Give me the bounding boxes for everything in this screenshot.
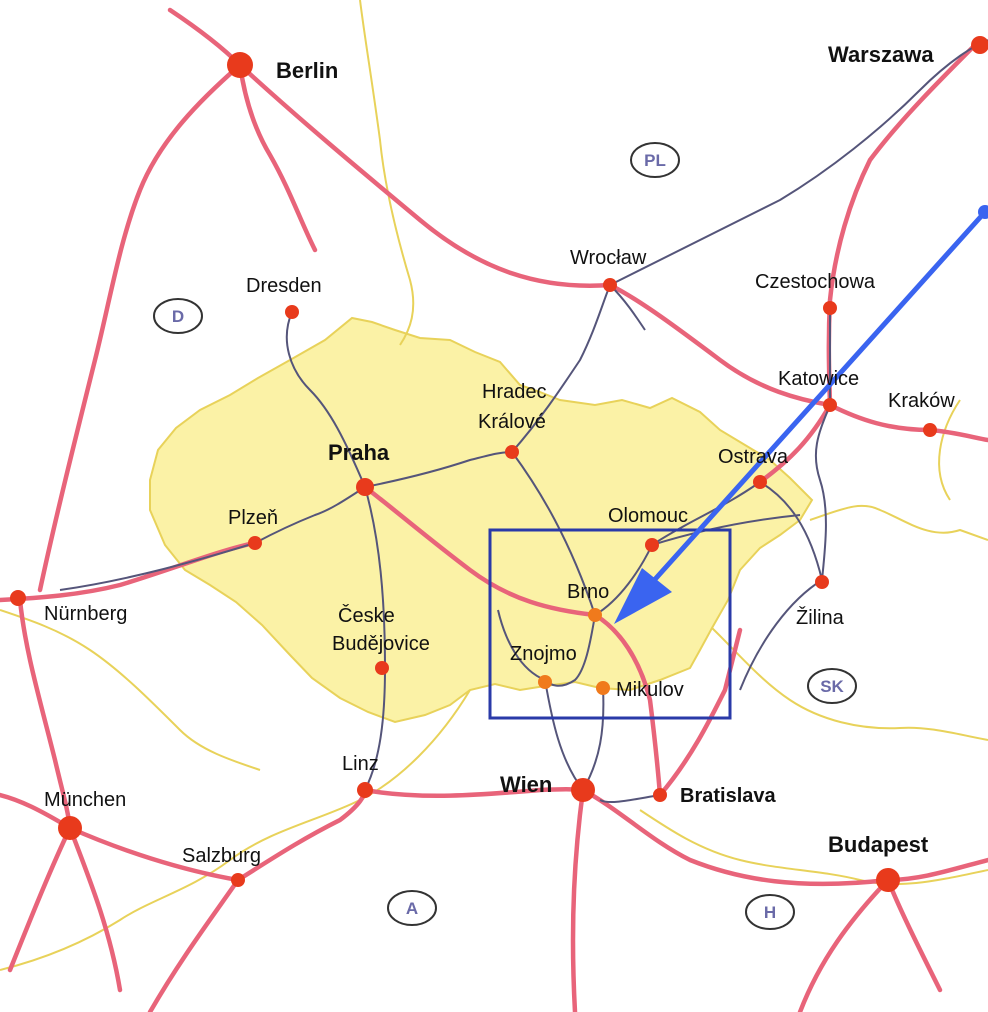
city-label-hradec-2: Králové [478, 411, 546, 433]
city-dot-budapest [876, 868, 900, 892]
country-code-h: H [764, 903, 776, 922]
city-label-linz: Linz [342, 753, 379, 775]
city-dot-katowice [823, 398, 837, 412]
city-dot-krakow [923, 423, 937, 437]
city-label-ostrava: Ostrava [718, 446, 789, 468]
city-label-czestochowa: Czestochowa [755, 271, 876, 293]
city-dot-salzburg [231, 873, 245, 887]
city-label-bratislava: Bratislava [680, 785, 776, 807]
city-label-nurnberg: Nürnberg [44, 603, 127, 625]
city-label-budejovice-1: Česke [338, 604, 395, 627]
country-code-sk: SK [820, 677, 844, 696]
city-label-znojmo: Znojmo [510, 643, 577, 665]
city-label-praha: Praha [328, 440, 390, 465]
city-label-krakow: Kraków [888, 390, 955, 412]
city-dot-plzen [248, 536, 262, 550]
city-label-wien: Wien [500, 772, 552, 797]
czech-republic-region [149, 316, 814, 724]
country-code-d: D [172, 307, 184, 326]
city-label-brno: Brno [567, 581, 609, 603]
city-markers [10, 36, 988, 892]
city-dot-ostrava [753, 475, 767, 489]
city-label-zilina: Žilina [796, 606, 845, 629]
city-label-wroclaw: Wrocław [570, 247, 647, 269]
city-dot-warszawa [971, 36, 988, 54]
city-label-katowice: Katowice [778, 368, 859, 390]
city-dot-znojmo [538, 675, 552, 689]
city-dot-wroclaw [603, 278, 617, 292]
country-code-pl: PL [644, 151, 666, 170]
country-code-a: A [406, 899, 418, 918]
city-label-budapest: Budapest [828, 832, 929, 857]
city-dot-zilina [815, 575, 829, 589]
city-label-berlin: Berlin [276, 58, 338, 83]
city-dot-bratislava [653, 788, 667, 802]
city-dot-mikulov [596, 681, 610, 695]
city-dot-nurnberg [10, 590, 26, 606]
highlight-box [488, 528, 732, 720]
city-label-mikulov: Mikulov [616, 679, 684, 701]
city-label-munchen: München [44, 789, 126, 811]
city-label-olomouc: Olomouc [608, 505, 688, 527]
pointer-arrow [614, 205, 988, 624]
city-dot-munchen [58, 816, 82, 840]
city-label-plzen: Plzeň [228, 507, 278, 529]
city-dot-berlin [227, 52, 253, 78]
city-dot-praha [356, 478, 374, 496]
country-code-ovals [153, 142, 857, 930]
city-dot-olomouc [645, 538, 659, 552]
city-label-budejovice-2: Budějovice [332, 633, 430, 655]
city-dot-hradec [505, 445, 519, 459]
city-dot-dresden [285, 305, 299, 319]
city-dot-linz [357, 782, 373, 798]
city-dot-brno [588, 608, 602, 622]
city-label-hradec-1: Hradec [482, 381, 546, 403]
city-dot-budejovice [375, 661, 389, 675]
city-label-dresden: Dresden [246, 275, 322, 297]
city-label-warszawa: Warszawa [828, 42, 934, 67]
city-dot-czestochowa [823, 301, 837, 315]
city-dot-wien [571, 778, 595, 802]
city-label-salzburg: Salzburg [182, 845, 261, 867]
